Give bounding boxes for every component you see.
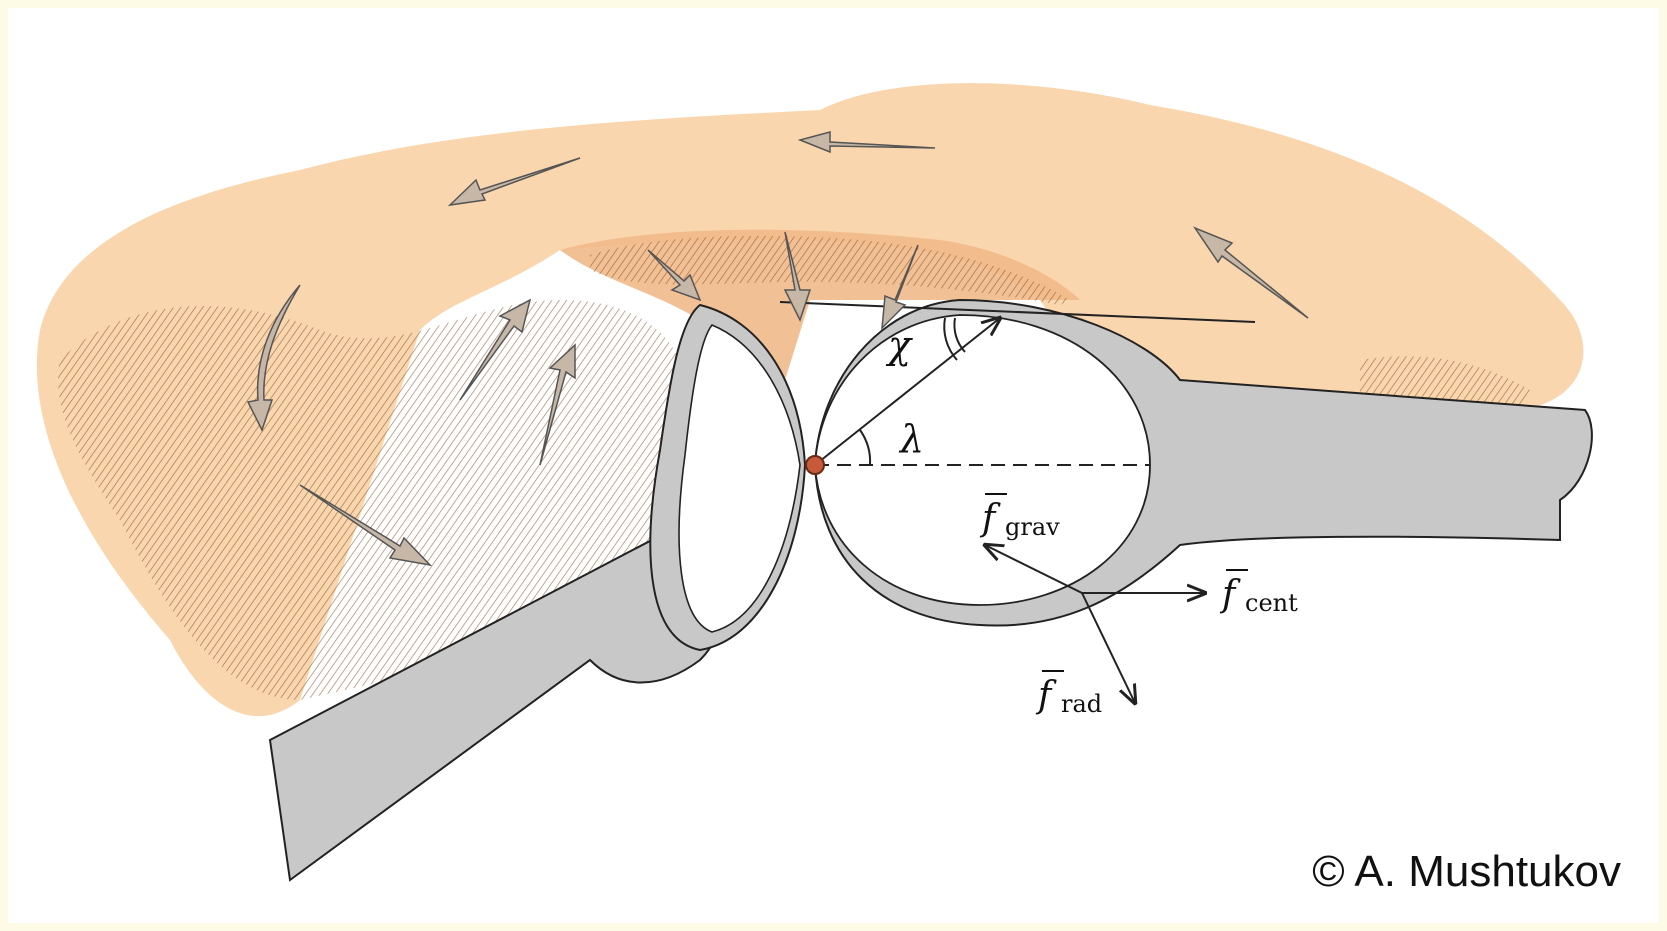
svg-text:f: f [1219,574,1241,615]
chi-label: χ [885,323,913,367]
f-cent-label: f cent [1219,570,1298,617]
center-point [806,456,824,474]
f-rad-arrow [1082,593,1135,703]
figure-panel: χ λ f grav f cent f rad [8,8,1659,923]
svg-text:cent: cent [1245,589,1298,617]
svg-text:grav: grav [1005,513,1060,541]
lambda-label: λ [898,417,924,461]
diagram-canvas: χ λ f grav f cent f rad [8,8,1659,923]
svg-text:f: f [1035,675,1057,716]
svg-text:rad: rad [1061,690,1102,718]
f-rad-label: f rad [1035,671,1102,718]
copyright-text: © A. Mushtukov [1312,847,1621,897]
